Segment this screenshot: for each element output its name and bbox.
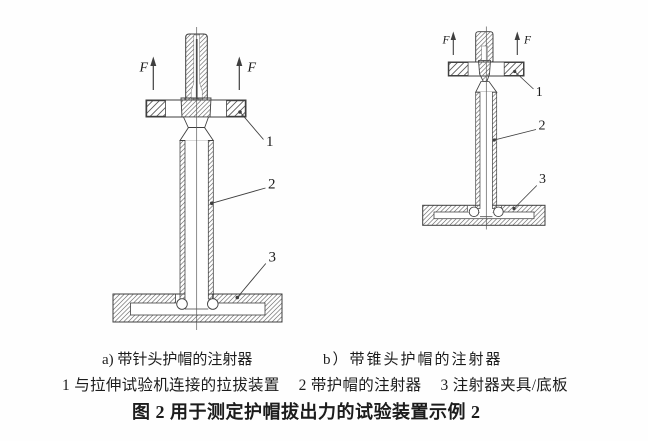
panel-a-caption: a) 带针头护帽的注射器: [102, 352, 253, 368]
pull-plate-end-left: [146, 100, 166, 117]
barrel-wall-right: [207, 140, 214, 300]
force-arrow-right-b: F: [514, 31, 532, 55]
pull-plate-end-right: [503, 62, 524, 76]
cap-nozzle: [182, 116, 210, 129]
leader-line: [513, 185, 538, 209]
force-label: F: [139, 61, 149, 76]
callout-number: 2: [268, 177, 276, 193]
force-label: F: [442, 35, 451, 47]
barrel-wall-left: [475, 91, 481, 209]
leader-line: [211, 187, 266, 204]
callout-number: 3: [269, 250, 277, 266]
barrel-flange-left: [468, 206, 480, 218]
leader-dot: [209, 201, 214, 206]
arrow-head: [150, 56, 157, 66]
callout-number: 1: [266, 134, 274, 150]
force-label: F: [523, 35, 532, 47]
callout-number: 1: [536, 85, 543, 100]
barrel-flange-right: [207, 298, 219, 310]
callout-1-a: 1: [238, 110, 274, 150]
force-arrow-left-b: F: [442, 31, 456, 55]
pull-plate-end-left: [448, 62, 469, 76]
pull-plate-end-right: [226, 100, 246, 117]
leader-dot: [512, 206, 516, 211]
needle-cap: [180, 33, 212, 129]
leader-dot: [235, 295, 240, 300]
leader-dot: [492, 138, 496, 142]
leader-line: [239, 111, 264, 140]
figure-title: 图 2 用于测定护帽拔出力的试验装置示例 2: [132, 402, 481, 422]
legend-item-1: 1 与拉伸试验机连接的拉拔装置: [62, 377, 280, 394]
arrow-head: [236, 56, 243, 66]
syringe-barrel-a: [176, 127, 219, 310]
figure-legend: 1 与拉伸试验机连接的拉拔装置 2 带护帽的注射器 3 注射器夹具/底板: [62, 377, 568, 395]
leader-line: [494, 129, 537, 141]
callout-1-b: 1: [513, 69, 543, 100]
cone-cap-hub: [478, 60, 491, 82]
leader-dot: [238, 110, 242, 114]
callout-3-b: 3: [512, 172, 546, 211]
force-label: F: [247, 61, 257, 76]
callout-2-b: 2: [492, 119, 546, 142]
panel-a-drawing: F F 1 2 3: [112, 27, 283, 330]
arrow-head: [450, 31, 456, 40]
barrel-wall-right: [492, 91, 498, 209]
force-arrow-right-a: F: [236, 56, 257, 90]
leader-line: [236, 263, 267, 298]
legend-item-3: 3 注射器夹具/底板: [440, 377, 568, 394]
leader-line: [514, 71, 534, 90]
arrow-head: [514, 31, 520, 40]
callout-2-a: 2: [209, 177, 276, 206]
cap-collar: [180, 97, 212, 118]
barrel-flange-right: [493, 206, 504, 218]
panel-b-caption: b）带锥头护帽的注射器: [323, 352, 503, 368]
apparatus-diagram: F F 1 2 3: [112, 26, 546, 330]
panel-b-drawing: F F 1 2 3: [422, 26, 546, 230]
legend-item-2: 2 带护帽的注射器: [298, 377, 422, 394]
leader-dot: [513, 69, 517, 74]
callout-number: 3: [539, 172, 546, 187]
force-arrow-left-a: F: [139, 56, 157, 90]
barrel-wall-left: [179, 140, 186, 300]
barrel-flange-left: [176, 298, 188, 310]
cone-cap: [475, 31, 494, 82]
callout-3-a: 3: [235, 250, 277, 300]
callout-number: 2: [539, 119, 546, 134]
